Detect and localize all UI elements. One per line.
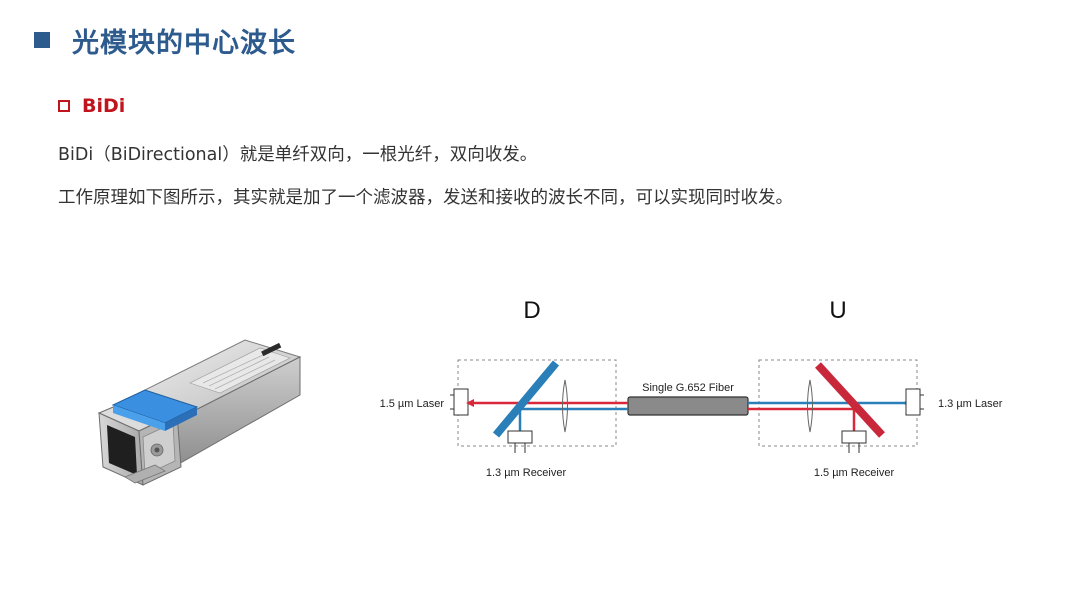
right-receiver-label: 1.5 µm Receiver xyxy=(814,467,895,479)
subtitle-row: BiDi xyxy=(58,94,125,118)
right-filter-mirror xyxy=(815,362,885,438)
right-receiver xyxy=(841,430,867,444)
subtitle-bullet-icon xyxy=(58,100,70,112)
right-laser xyxy=(905,388,921,416)
fiber-cable xyxy=(627,396,749,416)
slide-title-row: 光模块的中心波长 xyxy=(34,22,296,59)
left-filter-mirror xyxy=(492,360,560,438)
paragraph-definition: BiDi（BiDirectional）就是单纤双向，一根光纤，双向收发。 xyxy=(58,145,538,165)
title-bullet-icon xyxy=(34,32,50,48)
left-laser xyxy=(453,388,469,416)
sfp-module-image xyxy=(97,339,302,486)
diagram-label-d: D xyxy=(523,297,540,324)
left-receiver-label: 1.3 µm Receiver xyxy=(486,467,567,479)
bidi-diagram: D U Single G.652 Fiber 1.5 µm Laser 1.3 … xyxy=(380,297,1003,479)
right-laser-label: 1.3 µm Laser xyxy=(938,398,1003,410)
left-laser-label: 1.5 µm Laser xyxy=(380,398,445,410)
left-receiver xyxy=(507,430,533,444)
subtitle: BiDi xyxy=(82,95,126,117)
diagram-label-u: U xyxy=(829,297,846,324)
slide-title: 光模块的中心波长 xyxy=(72,27,296,59)
paragraph-principle: 工作原理如下图所示，其实就是加了一个滤波器，发送和接收的波长不同，可以实现同时收… xyxy=(58,188,793,208)
fiber-label: Single G.652 Fiber xyxy=(642,382,734,394)
